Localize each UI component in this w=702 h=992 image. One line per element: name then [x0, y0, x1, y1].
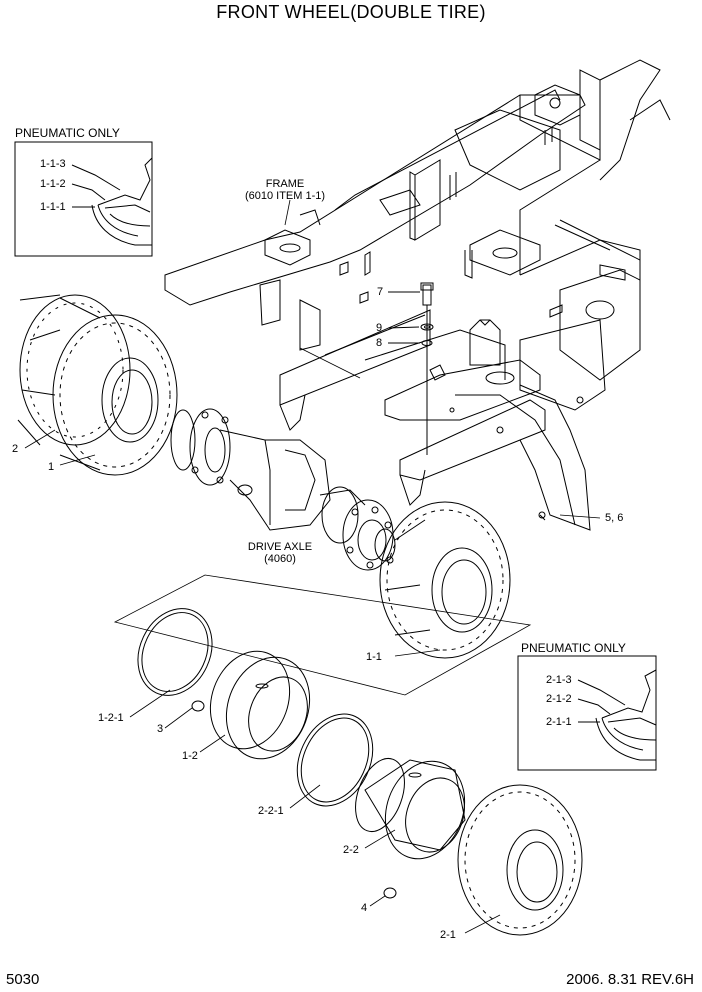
callout-1-2: 1-2	[182, 750, 198, 762]
callout-2-2-1: 2-2-1	[258, 805, 284, 817]
tire-2-1-drawing	[458, 785, 582, 935]
page-title: FRONT WHEEL(DOUBLE TIRE)	[216, 2, 486, 22]
callout-1: 1	[48, 461, 55, 473]
page-number: 5030	[6, 971, 40, 988]
drive-axle-label-line1: DRIVE AXLE	[247, 541, 313, 553]
inset-top-title: PNEUMATIC ONLY	[15, 126, 120, 140]
callout-1-1-2: 1-1-2	[40, 178, 66, 190]
double-tire-left-drawing	[18, 295, 177, 475]
callout-1-1-3: 1-1-3	[40, 158, 66, 170]
callout-8: 8	[376, 337, 383, 349]
callout-1-1: 1-1	[366, 651, 382, 663]
callout-7: 7	[377, 286, 384, 298]
inset-box-bottom	[518, 656, 656, 770]
drive-axle-drawing	[171, 409, 395, 570]
callout-2-1-2: 2-1-2	[546, 693, 572, 705]
frame-label-line1: FRAME	[265, 178, 305, 190]
callout-1-2-1: 1-2-1	[98, 712, 124, 724]
revision-date: 2006. 8.31 REV.6H	[566, 971, 694, 988]
inset-bottom-title: PNEUMATIC ONLY	[521, 641, 626, 655]
callout-2-1-1: 2-1-1	[546, 716, 572, 728]
callout-2-2: 2-2	[343, 844, 359, 856]
rim-parts-drawing	[124, 596, 478, 898]
exploded-group-outline	[115, 575, 530, 695]
callout-2-1: 2-1	[440, 929, 456, 941]
callout-2-1-3: 2-1-3	[546, 674, 572, 686]
callout-9: 9	[376, 322, 383, 334]
callout-4: 4	[361, 902, 368, 914]
leader-lines	[25, 200, 600, 933]
bolt-washer-drawing	[388, 283, 433, 455]
callout-3: 3	[157, 723, 164, 735]
drive-axle-label-line2: (4060)	[264, 553, 296, 565]
tire-1-1-drawing	[380, 502, 510, 658]
callout-5-6: 5, 6	[605, 512, 624, 524]
callout-1-1-1: 1-1-1	[40, 201, 66, 213]
frame-drawing	[165, 60, 670, 530]
callout-2: 2	[12, 443, 19, 455]
inset-box-top	[15, 142, 152, 256]
frame-label-line2: (6010 ITEM 1-1)	[244, 190, 326, 202]
